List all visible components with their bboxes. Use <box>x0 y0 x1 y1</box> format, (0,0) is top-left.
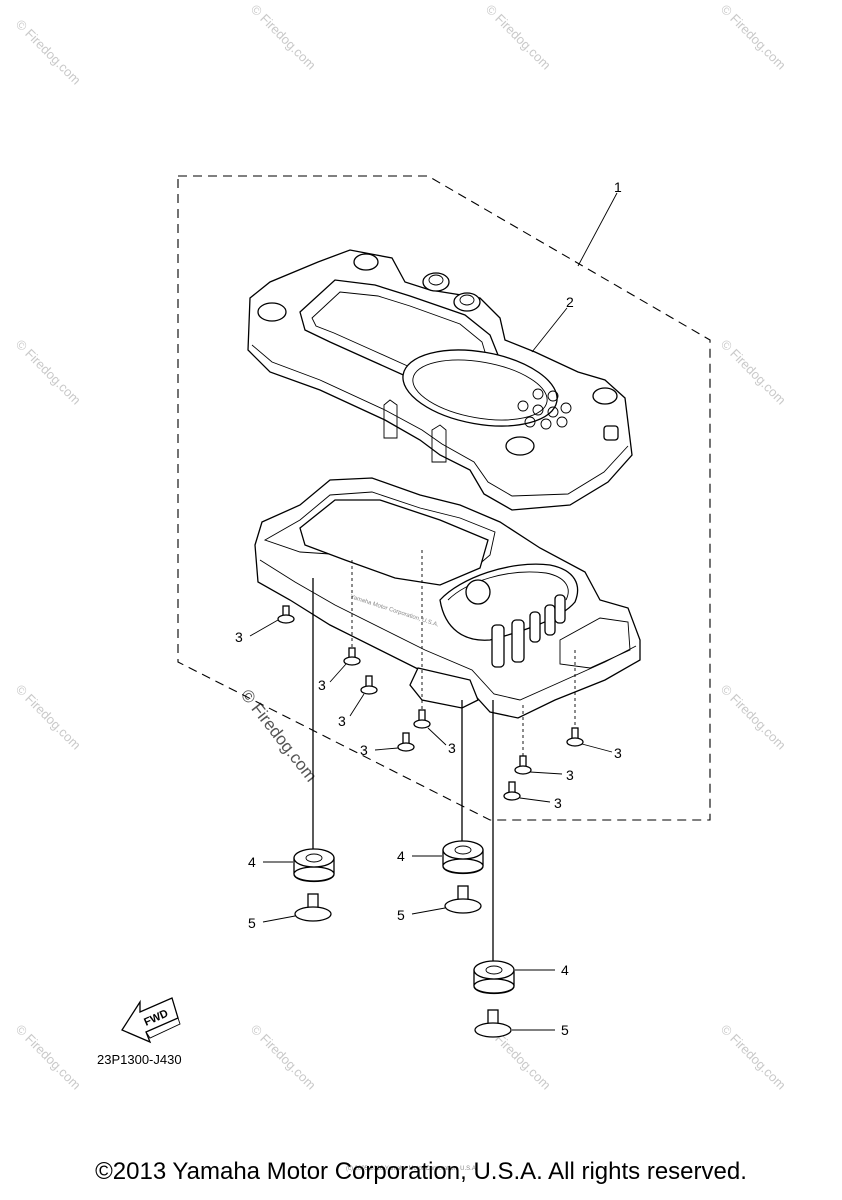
tiny-credit: (c) 2005-2016 Yamaha Motor Corporation, … <box>346 1166 478 1172</box>
callout-1: 1 <box>614 179 622 195</box>
meter-upper-cover <box>247 249 633 511</box>
callout-3: 3 <box>338 713 346 729</box>
grommet-part-4 <box>293 848 335 883</box>
screw-part-3 <box>566 727 584 747</box>
watermark-text: © Firedog.com <box>718 1022 789 1093</box>
callout-3: 3 <box>235 629 243 645</box>
callout-5: 5 <box>561 1022 569 1038</box>
watermark-text: © Firedog.com <box>13 1022 84 1093</box>
bolt-part-5 <box>294 893 332 922</box>
callout-3: 3 <box>448 740 456 756</box>
grommet-part-4 <box>442 840 484 875</box>
screw-part-3 <box>360 675 378 695</box>
screw-part-3 <box>503 781 521 801</box>
watermark-text: © Firedog.com <box>483 2 554 73</box>
watermark-text: © Firedog.com <box>13 17 84 88</box>
grommet-part-4 <box>473 960 515 995</box>
callout-5: 5 <box>248 915 256 931</box>
bolt-part-5 <box>474 1009 512 1038</box>
watermark-text: © Firedog.com <box>718 337 789 408</box>
screw-part-3 <box>413 709 431 729</box>
watermark-text: © Firedog.com <box>248 1022 319 1093</box>
callout-4: 4 <box>561 962 569 978</box>
watermark-body-text: © Firedog.com <box>237 686 321 786</box>
callout-5: 5 <box>397 907 405 923</box>
callout-4: 4 <box>248 854 256 870</box>
callout-3: 3 <box>360 742 368 758</box>
callout-3: 3 <box>318 677 326 693</box>
watermark-text: © Firedog.com <box>718 2 789 73</box>
screw-part-3 <box>277 605 295 624</box>
assembly-boundary <box>177 175 711 821</box>
callout-group-4: 4 4 4 <box>248 848 569 978</box>
meter-lower-case: Yamaha Motor Corporation, U.S.A. <box>254 477 641 719</box>
callout-4: 4 <box>397 848 405 864</box>
watermark-text: © Firedog.com <box>248 2 319 73</box>
leader-line-2 <box>531 307 568 353</box>
watermark-text: © Firedog.com <box>13 682 84 753</box>
leader-line-1 <box>577 192 618 267</box>
watermark-text: © Firedog.com <box>13 337 84 408</box>
fwd-arrow: FWD <box>121 997 181 1044</box>
callout-group-5: 5 5 5 <box>248 907 569 1038</box>
diagram-code: 23P1300-J430 <box>97 1052 182 1067</box>
bolt-part-5 <box>444 885 482 914</box>
callout-3: 3 <box>614 745 622 761</box>
screw-part-3 <box>397 732 415 752</box>
callout-3: 3 <box>566 767 574 783</box>
screw-part-3 <box>343 647 361 666</box>
callout-3: 3 <box>554 795 562 811</box>
callout-group-3: 3 3 3 3 3 3 3 3 <box>235 619 622 811</box>
callout-2: 2 <box>566 294 574 310</box>
screw-part-3 <box>514 755 532 775</box>
watermark-text: © Firedog.com <box>718 682 789 753</box>
copyright-notice: ©2013 Yamaha Motor Corporation, U.S.A. A… <box>95 1158 747 1185</box>
